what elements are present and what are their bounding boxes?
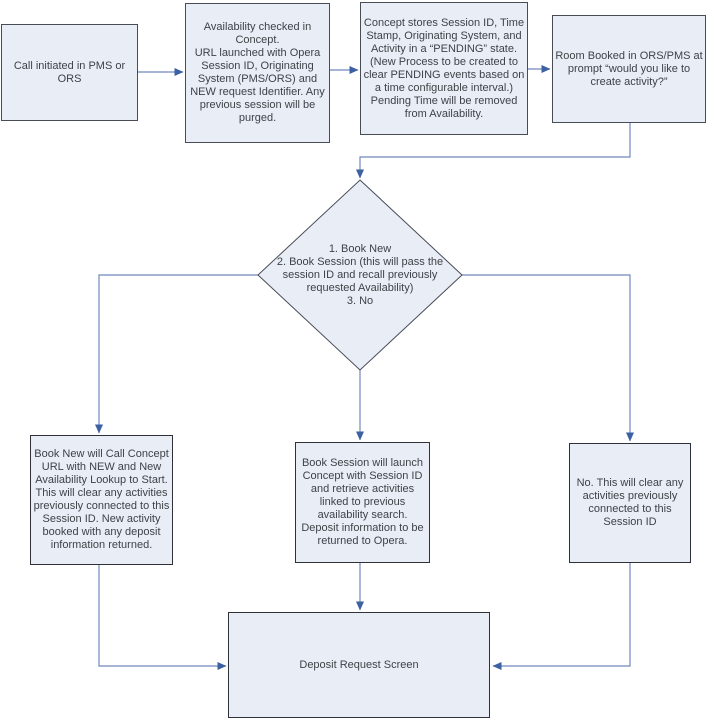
node-call-initiated: Call initiated in PMS or ORS bbox=[1, 24, 138, 121]
connector-book-new-to-deposit bbox=[98, 565, 227, 670]
node-no-clear-activities: No. This will clear any activities previ… bbox=[569, 443, 691, 563]
node-book-session-label: Book Session will launch Concept with Se… bbox=[301, 457, 424, 547]
connector-no-to-deposit bbox=[492, 563, 631, 670]
node-availability-checked: Availability checked in Concept. URL lau… bbox=[185, 3, 330, 143]
node-concept-stores-pending: Concept stores Session ID, Time Stamp, O… bbox=[360, 2, 528, 135]
node-decision: 1. Book New 2. Book Session (this will p… bbox=[258, 180, 462, 370]
node-deposit-request-screen: Deposit Request Screen bbox=[228, 612, 490, 718]
node-availability-checked-label: Availability checked in Concept. URL lau… bbox=[190, 21, 325, 124]
connector-decision-to-no bbox=[462, 274, 634, 442]
node-book-new: Book New will Call Concept URL with NEW … bbox=[30, 435, 173, 565]
node-decision-label: 1. Book New 2. Book Session (this will p… bbox=[276, 242, 444, 307]
node-call-initiated-label: Call initiated in PMS or ORS bbox=[13, 59, 126, 85]
node-room-booked-label: Room Booked in ORS/PMS at prompt “would … bbox=[555, 49, 703, 88]
node-no-clear-activities-label: No. This will clear any activities previ… bbox=[576, 477, 684, 528]
node-book-new-label: Book New will Call Concept URL with NEW … bbox=[33, 448, 170, 551]
decision-diamond-shape bbox=[257, 179, 463, 371]
connector-room-booked-to-decision bbox=[356, 123, 631, 179]
node-concept-stores-pending-label: Concept stores Session ID, Time Stamp, O… bbox=[363, 16, 525, 120]
node-deposit-request-screen-label: Deposit Request Screen bbox=[299, 658, 419, 671]
node-book-session: Book Session will launch Concept with Se… bbox=[295, 442, 430, 563]
node-room-booked: Room Booked in ORS/PMS at prompt “would … bbox=[552, 15, 706, 123]
connector-decision-to-book-new bbox=[95, 274, 258, 434]
